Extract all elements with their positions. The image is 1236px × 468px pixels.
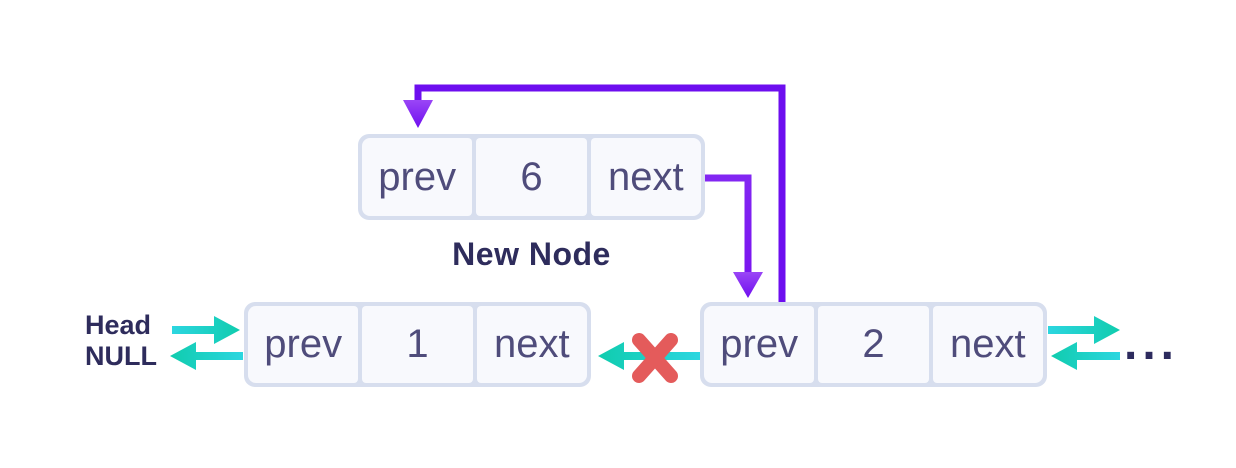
arrow-head-down-icon <box>403 100 433 128</box>
node2-next-cell: next <box>932 306 1043 383</box>
arrow-node1-prev-to-null <box>170 342 243 370</box>
new-node-box: prev 6 next <box>358 134 705 220</box>
head-null-labels: Head NULL <box>85 310 157 372</box>
arrow-node2-next-to-rest <box>1048 316 1120 344</box>
node2-box: prev 2 next <box>700 302 1047 387</box>
arrow-rest-to-node2 <box>1051 342 1120 370</box>
arrow-head-to-node1 <box>172 316 240 344</box>
node1-next-cell: next <box>476 306 587 383</box>
new-node-next-cell: next <box>590 138 701 216</box>
new-node-prev-cell: prev <box>362 138 473 216</box>
node2-prev-cell: prev <box>704 306 815 383</box>
node1-box: prev 1 next <box>244 302 591 387</box>
arrow-head-down-icon <box>733 272 763 298</box>
node1-value-cell: 1 <box>362 306 473 383</box>
new-node-value-cell: 6 <box>476 138 587 216</box>
broken-link-x-icon <box>632 333 678 383</box>
node1-prev-cell: prev <box>248 306 359 383</box>
arrow-node2-prev-to-new-node <box>403 84 786 302</box>
head-label: Head <box>85 310 152 340</box>
rest-of-list-ellipsis: ... <box>1124 317 1180 370</box>
new-node-label: New Node <box>452 236 611 272</box>
arrow-new-node-next-to-node2 <box>705 174 763 298</box>
null-label: NULL <box>85 341 157 371</box>
node2-value-cell: 2 <box>818 306 929 383</box>
